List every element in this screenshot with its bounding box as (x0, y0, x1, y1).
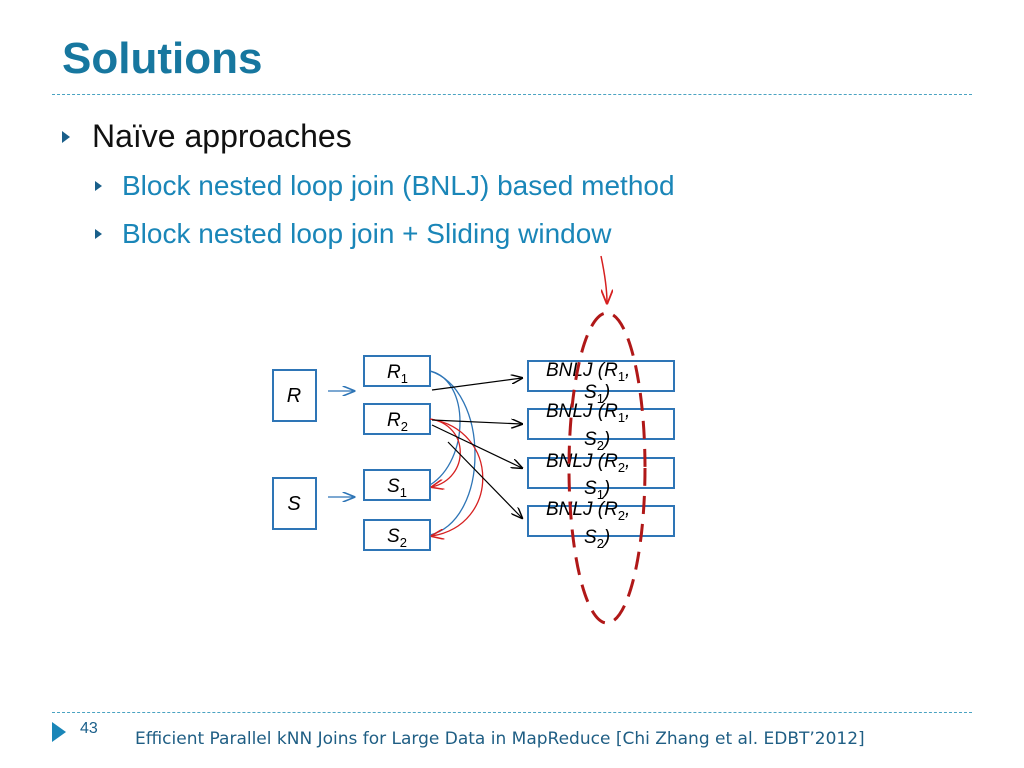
sliding-window-ellipse (567, 311, 647, 625)
slide-title: Solutions (62, 34, 263, 83)
svg-text:BNLJ (R1,: BNLJ (R1, (546, 401, 630, 425)
arrow-to-join-4 (447, 441, 522, 518)
footer-divider (52, 712, 972, 713)
sliding-window-pointer-arrow (600, 255, 607, 303)
partition-r2: R2 (363, 403, 431, 435)
input-label: R (287, 385, 301, 407)
bullet-arrow-icon (95, 229, 102, 239)
bullet-arrow-icon (62, 130, 70, 143)
join-box-r2-s2: BNLJ (R2, S2) (527, 499, 675, 551)
join-box-r1-s1: BNLJ (R1, S1) (527, 360, 675, 406)
svg-text:BNLJ (R2,: BNLJ (R2, (546, 451, 630, 475)
svg-text:BNLJ (R2,: BNLJ (R2, (546, 499, 630, 523)
svg-text:S2: S2 (387, 526, 407, 550)
curve-r1-s2 (429, 370, 476, 536)
partition-s2: S2 (363, 519, 431, 551)
input-label: S (287, 493, 301, 515)
bullet-level2-sliding: Block nested loop join + Sliding window (95, 218, 612, 250)
bullet-level1: Naïve approaches (62, 118, 352, 155)
bullet-arrow-icon (95, 181, 102, 191)
svg-text:S2): S2) (584, 527, 610, 551)
footer-arrow-icon (52, 722, 66, 742)
svg-text:S2): S2) (584, 429, 610, 453)
input-box-r: R (272, 369, 317, 422)
bullet-text: Naïve approaches (92, 118, 352, 154)
arrow-to-join-1 (431, 378, 522, 391)
partition-r1: R1 (363, 355, 431, 387)
svg-text:R2: R2 (387, 410, 408, 434)
footer-citation: Efficient Parallel kNN Joins for Large D… (135, 729, 865, 749)
svg-text:S1): S1) (584, 478, 610, 502)
svg-text:BNLJ (R1,: BNLJ (R1, (546, 360, 630, 384)
join-box-r2-s1: BNLJ (R2, S1) (527, 451, 675, 502)
svg-text:S1): S1) (584, 382, 610, 406)
join-box-r1-s2: BNLJ (R1, S2) (527, 401, 675, 453)
page-number: 43 (80, 720, 98, 737)
bullet-level2-bnlj: Block nested loop join (BNLJ) based meth… (95, 170, 675, 202)
bullet-text: Block nested loop join (BNLJ) based meth… (122, 170, 675, 201)
arrow-to-join-3 (431, 424, 522, 468)
svg-text:S1: S1 (387, 476, 407, 500)
bullet-text: Block nested loop join + Sliding window (122, 218, 612, 249)
svg-text:R1: R1 (387, 362, 408, 386)
partition-s1: S1 (363, 469, 431, 501)
input-box-s: S (272, 477, 317, 530)
arrow-to-join-2 (431, 420, 522, 424)
curve-r2-s1 (430, 418, 461, 487)
title-divider (52, 94, 972, 95)
